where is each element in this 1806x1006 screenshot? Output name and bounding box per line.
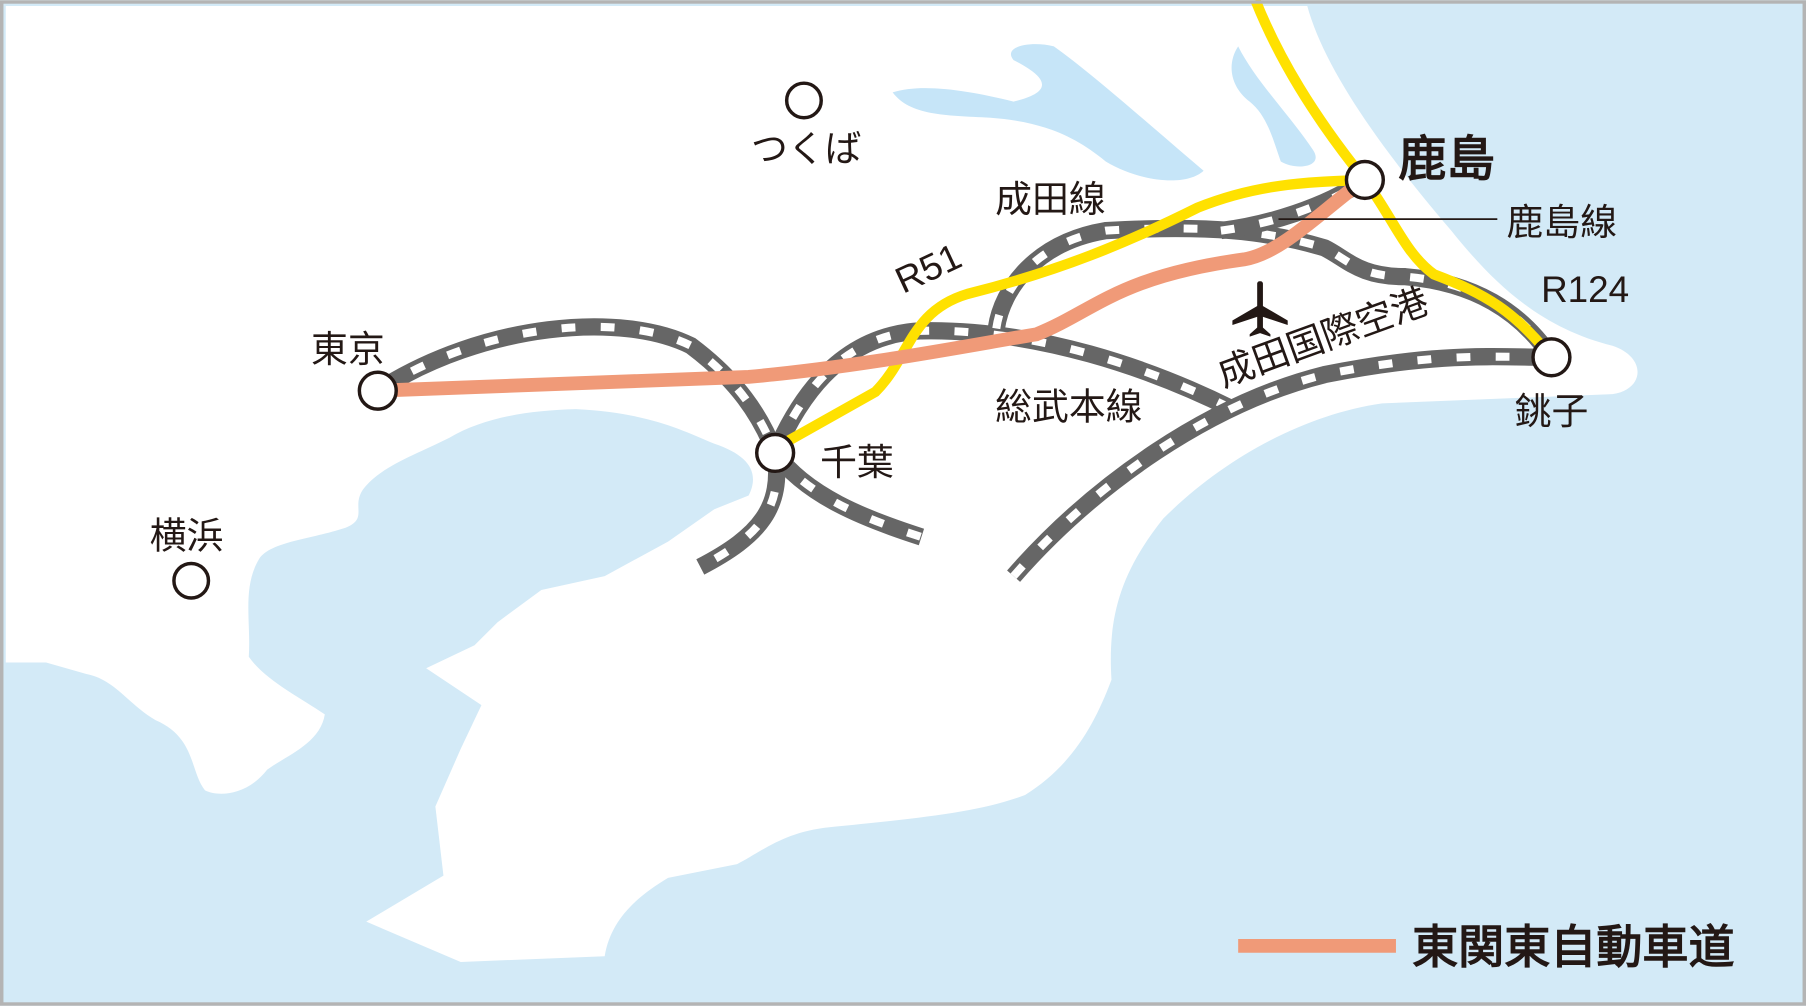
line-label-sobu: 総武本線: [995, 386, 1142, 427]
city-label-tokyo: 東京: [311, 329, 385, 370]
rail-narita-choshi-dashes: [1010, 352, 1552, 579]
lake-kitaura: [1231, 46, 1316, 167]
city-label-chiba: 千葉: [820, 442, 894, 483]
city-label-yokohama: 横浜: [150, 515, 224, 556]
city-label-choshi: 銚子: [1515, 391, 1589, 432]
route-r124: [1250, 0, 1556, 361]
route-r51: [778, 174, 1371, 449]
lake-kasumigaura: [892, 44, 1204, 181]
kashima-marker: [1344, 159, 1386, 201]
city-label-tsukuba: つくば: [751, 128, 862, 169]
tokyo-marker: [357, 370, 398, 411]
rail-chiba-southeast-dashes: [771, 450, 923, 541]
choshi-marker: [1531, 337, 1572, 378]
route-label-r124: R124: [1541, 269, 1629, 310]
land: [5, 6, 1638, 962]
legend-expressway-label: 東関東自動車道: [1412, 921, 1734, 973]
expressway-higashi-kanto: [370, 181, 1361, 398]
chiba-marker: [754, 432, 796, 474]
yokohama-marker: [172, 561, 211, 600]
rail-chiba-southwest-dashes: [698, 452, 781, 571]
line-label-kashima: 鹿島線: [1507, 202, 1618, 243]
rail-narita-line-dashes: [992, 224, 1555, 360]
tsukuba-marker: [784, 81, 823, 120]
city-label-kashima: 鹿島: [1398, 132, 1495, 186]
rail-sobu-main-line-dashes: [771, 326, 1235, 455]
rail-tokyo-chiba: [373, 318, 784, 457]
line-label-narita: 成田線: [995, 179, 1106, 220]
airplane-icon: [1232, 281, 1288, 337]
legend: 東関東自動車道: [1238, 921, 1735, 973]
